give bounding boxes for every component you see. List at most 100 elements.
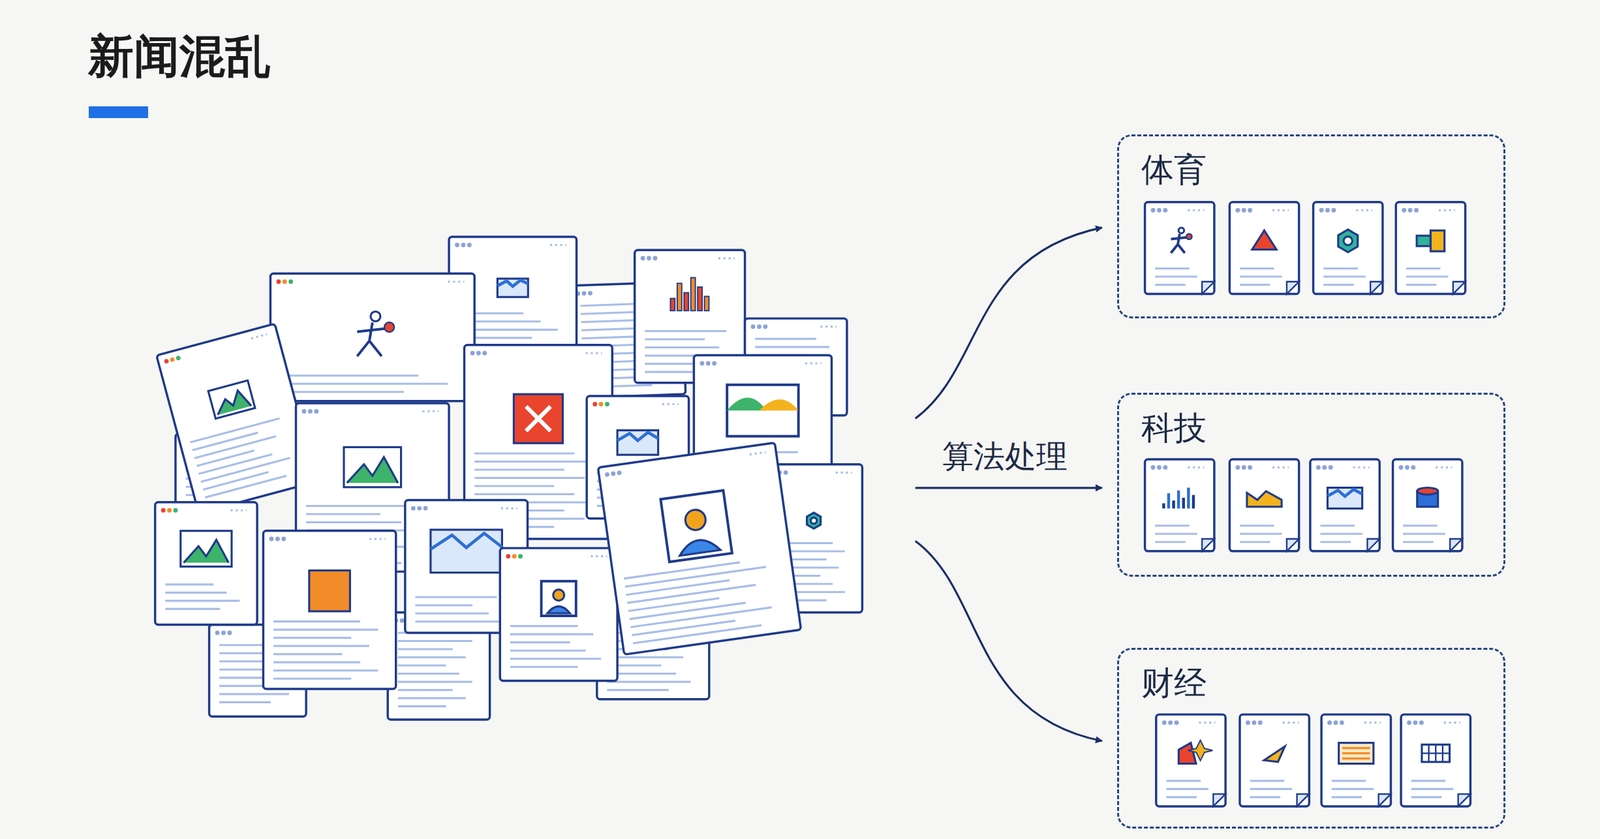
card-outline <box>499 548 618 681</box>
news-card <box>1400 714 1471 807</box>
news-cluster <box>155 236 863 720</box>
header-dot <box>281 537 286 542</box>
text-line <box>415 612 489 615</box>
hex-center <box>1343 236 1353 246</box>
text-line <box>1331 779 1367 782</box>
news-card <box>499 548 618 681</box>
header-dot <box>1331 208 1336 213</box>
sparkle <box>1188 740 1214 761</box>
news-card <box>1321 714 1391 807</box>
text-line <box>1402 533 1446 536</box>
hexagon <box>807 512 821 529</box>
category-box: 科技 <box>1117 392 1506 577</box>
header-dot <box>646 255 652 261</box>
text-line <box>1154 275 1198 278</box>
table-row <box>1342 752 1371 755</box>
folded-corner <box>1213 794 1226 807</box>
header-dot <box>423 506 429 511</box>
body <box>547 606 571 614</box>
hill <box>758 399 799 411</box>
text-line <box>510 641 571 644</box>
bar <box>1182 497 1185 509</box>
bar <box>677 283 682 311</box>
header-dots <box>1444 721 1461 724</box>
folded-corner <box>1378 794 1392 807</box>
header-dot <box>610 471 616 477</box>
photo-frame <box>541 581 577 616</box>
header-dots <box>835 471 853 474</box>
hexagon <box>1338 229 1358 253</box>
category-heading: 科技 <box>1141 406 1207 451</box>
header-dots <box>447 280 464 283</box>
text-line <box>1250 779 1285 782</box>
text-line <box>625 567 767 587</box>
news-card <box>1313 202 1383 295</box>
header-dots <box>805 362 822 365</box>
area-chart <box>1246 491 1282 508</box>
header-dots <box>1435 466 1452 469</box>
hill <box>726 398 767 412</box>
news-card <box>1156 714 1226 807</box>
header-dot <box>599 401 604 407</box>
text-line <box>1323 267 1358 270</box>
text-line <box>474 493 575 496</box>
text-line <box>280 390 404 393</box>
text-line <box>219 692 290 695</box>
text-line <box>1239 267 1275 270</box>
bar <box>697 287 703 311</box>
bar <box>683 292 689 312</box>
header-dots <box>501 507 518 510</box>
text-line <box>474 452 575 455</box>
text-line <box>630 607 772 628</box>
header-dot <box>1410 465 1416 470</box>
text-line <box>1320 540 1352 543</box>
text-line <box>644 346 720 349</box>
header-dot <box>505 553 511 559</box>
card-outline <box>1321 714 1391 807</box>
text-line <box>1402 540 1434 543</box>
header-dot <box>476 351 481 356</box>
bar <box>1162 503 1165 509</box>
text-line <box>1411 788 1454 791</box>
text-line <box>415 620 506 623</box>
text-line <box>273 620 361 623</box>
header-dot <box>227 630 232 636</box>
header-dot <box>582 291 587 296</box>
text-line <box>1406 283 1437 286</box>
header-dot <box>1156 208 1162 213</box>
card-outline <box>1229 202 1299 295</box>
mountain <box>213 388 252 416</box>
header-dot <box>1162 208 1168 213</box>
text-line <box>196 450 255 467</box>
arrow-to-finance <box>915 540 1103 742</box>
text-line <box>1323 283 1354 286</box>
text-line <box>398 672 460 675</box>
header-dot <box>1174 720 1180 725</box>
header-dot <box>1401 208 1407 213</box>
card-outline <box>1145 459 1215 552</box>
text-line <box>273 669 378 672</box>
text-line <box>510 633 594 636</box>
header-dot <box>1413 720 1418 725</box>
text-line <box>1411 796 1443 799</box>
table-row <box>1342 757 1371 760</box>
text-line <box>1331 788 1375 791</box>
header-dot <box>616 470 622 476</box>
header-dots <box>1364 721 1381 724</box>
text-line <box>199 454 273 474</box>
news-card <box>156 323 318 513</box>
text-line <box>1320 524 1356 527</box>
header-dot <box>1419 720 1424 725</box>
text-line <box>644 338 705 340</box>
header-dot <box>215 630 220 636</box>
header-dot <box>1241 208 1247 213</box>
header-dot <box>1241 465 1247 470</box>
header-dot <box>313 409 319 414</box>
header-dot <box>1247 465 1253 470</box>
header-dot <box>1406 720 1412 725</box>
text-line <box>644 354 698 357</box>
mountain <box>347 457 399 483</box>
header-dots <box>230 509 247 512</box>
image-frame <box>497 278 528 297</box>
header-dot <box>1251 720 1257 725</box>
